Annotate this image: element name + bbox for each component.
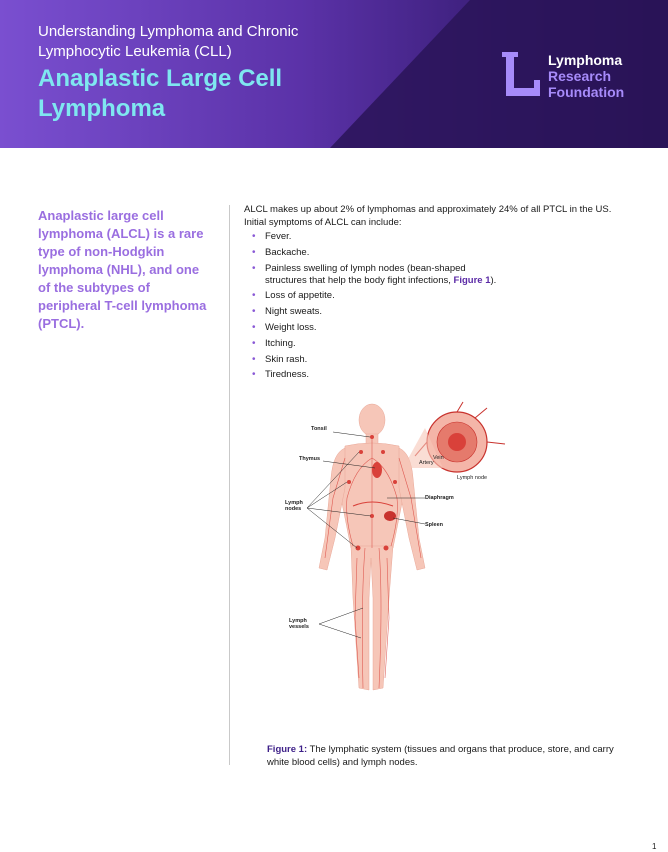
symptom-text: Backache. [265, 246, 310, 258]
figure-caption: Figure 1: The lymphatic system (tissues … [267, 744, 633, 769]
label-lymph-nodes-line2: nodes [285, 506, 302, 512]
column-divider [229, 205, 230, 765]
symptom-text: Fever. [265, 231, 292, 242]
logo-wordmark: Lymphoma Research Foundation [548, 52, 624, 100]
list-item: Tiredness. [252, 369, 612, 381]
intro-callout: Anaplastic large cell lymphoma (ALCL) is… [38, 208, 207, 331]
logo-line-3: Foundation [548, 84, 625, 100]
label-artery: Artery [419, 460, 434, 466]
list-item: Fever. [252, 231, 612, 243]
symptom-list: Fever. Backache. Painless swelling of ly… [252, 231, 612, 385]
symptom-text: Skin rash. [265, 353, 308, 365]
symptom-text: Loss of appetite. [265, 290, 335, 302]
label-lymph-nodes-line1: Lymph [285, 500, 303, 506]
symptom-text: Painless swelling of lymph nodes (bean-s… [265, 262, 466, 286]
logo-line-1: Lymphoma [548, 52, 623, 68]
symptom-text: Itching. [265, 337, 296, 349]
caption-label: Figure 1: [267, 744, 308, 755]
lymphatic-body-illustration [306, 401, 506, 691]
header-banner: Understanding Lymphoma and Chronic Lymph… [0, 0, 668, 148]
label-thymus: Thymus [299, 456, 321, 462]
lrf-logo[interactable]: Lymphoma Research Foundation [502, 50, 642, 100]
label-spleen: Spleen [425, 522, 444, 528]
body-paragraph: ALCL makes up about 2% of lymphomas and … [244, 204, 612, 228]
page-title: Anaplastic Large Cell Lymphoma [38, 65, 283, 122]
symptom-text: Tiredness. [265, 369, 309, 381]
list-item: Night sweats. [252, 306, 612, 318]
list-item: Painless swelling of lymph nodes (bean-s… [252, 263, 510, 287]
header-subtitle: Understanding Lymphoma and Chronic Lymph… [38, 23, 299, 60]
symptom-text: Weight loss. [265, 321, 317, 333]
page-number: 1 [652, 842, 657, 851]
logo-line-2: Research [548, 68, 612, 84]
label-lymph-vessels-line2: vessels [289, 624, 309, 630]
figure-link[interactable]: Figure 1 [453, 274, 491, 286]
label-tonsil: Tonsil [311, 426, 327, 432]
list-item: Loss of appetite. [252, 290, 612, 302]
symptom-suffix: ). [490, 274, 497, 286]
caption-text: The lymphatic system (tissues and organs… [267, 744, 614, 768]
header-diagonal-shape [330, 0, 668, 148]
label-vein: Vein [433, 455, 444, 461]
list-item: Backache. [252, 247, 612, 259]
list-item: Itching. [252, 338, 612, 350]
symptom-text: Night sweats. [265, 306, 323, 318]
logo-l-icon [502, 52, 540, 96]
label-lymph-node: Lymph node [457, 475, 488, 481]
list-item: Skin rash. [252, 354, 612, 366]
label-diaphragm: Diaphragm [425, 495, 454, 501]
label-lymph-vessels-line1: Lymph [289, 618, 307, 624]
list-item: Weight loss. [252, 322, 612, 334]
